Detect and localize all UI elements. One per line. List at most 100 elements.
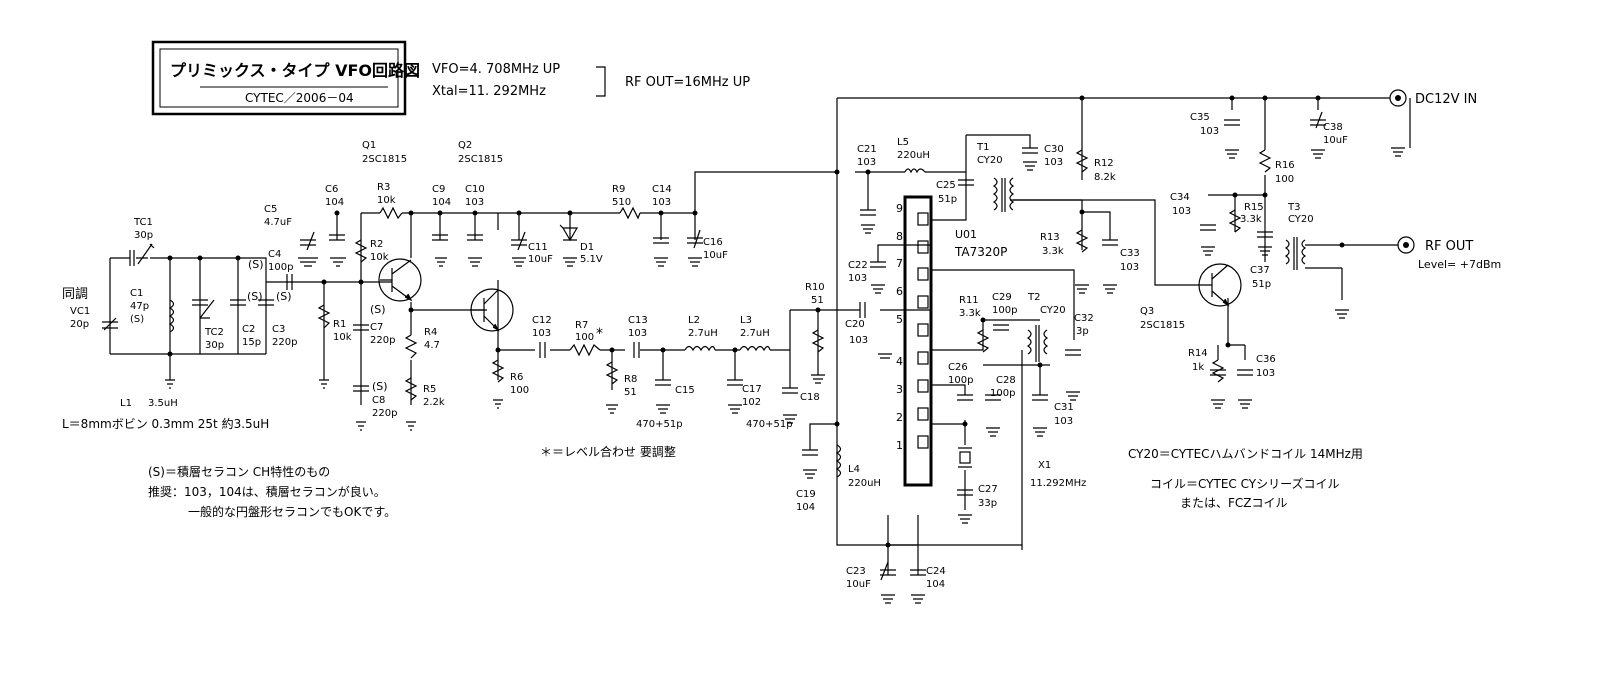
t1-value: CY20 — [977, 155, 1003, 166]
q3-value: 2SC1815 — [1140, 320, 1185, 331]
c7-s-mark: (S) — [370, 303, 386, 316]
q3-ref: Q3 — [1140, 306, 1154, 317]
freq-bracket — [596, 66, 606, 97]
c18-ref: C18 — [800, 392, 820, 403]
c15-value: 470+51p — [636, 419, 683, 430]
c9-value: 104 — [432, 197, 451, 208]
c32-ref: C32 — [1074, 313, 1094, 324]
c38-value: 10uF — [1323, 135, 1348, 146]
rf-out-frequency: RF OUT=16MHz UP — [625, 75, 750, 90]
c22-value: 103 — [848, 273, 867, 284]
r11-ref: R11 — [959, 295, 979, 306]
c37-ref: C37 — [1250, 265, 1270, 276]
c2-s-mark: (S) — [247, 290, 263, 303]
c16-value: 10uF — [703, 250, 728, 261]
note-recommend-1: 推奨：103，104は、積層セラコンが良い。 — [148, 484, 386, 499]
ic-pin-2: 2 — [896, 411, 903, 424]
c4-s-mark: (S) — [248, 258, 264, 271]
ic-pin-3: 3 — [896, 383, 903, 396]
ic-pin-5: 5 — [896, 313, 903, 326]
c28-value: 100p — [990, 388, 1015, 399]
r2-value: 10k — [370, 252, 389, 263]
c11-value: 10uF — [528, 254, 553, 265]
c5-ref: C5 — [264, 204, 277, 215]
q2-ref: Q2 — [458, 140, 472, 151]
tc2-ref: TC2 — [204, 327, 224, 338]
transistor-q1 — [378, 258, 422, 302]
ic-pin-boxes — [917, 212, 929, 449]
c4-ref: C4 — [268, 249, 281, 260]
t3-value: CY20 — [1288, 214, 1314, 225]
special-symbols — [103, 111, 1323, 581]
note-coil-spec: L＝8mmボビン 0.3mm 25t 約3.5uH — [62, 416, 269, 431]
r8-ref: R8 — [624, 374, 637, 385]
c33-ref: C33 — [1120, 248, 1140, 259]
ic-pin-1: 1 — [896, 439, 903, 452]
t2-ref: T2 — [1027, 292, 1040, 303]
dc-in-connector — [1389, 89, 1407, 107]
r6-value: 100 — [510, 385, 529, 396]
r12-value: 8.2k — [1094, 172, 1116, 183]
notes: L＝8mmボビン 0.3mm 25t 約3.5uH (S)＝積層セラコン CH特… — [62, 416, 1363, 519]
r13-value: 3.3k — [1042, 246, 1064, 257]
c30-ref: C30 — [1044, 144, 1064, 155]
c25-value: 51p — [938, 194, 957, 205]
note-ceramic-spec: (S)＝積層セラコン CH特性のもの — [148, 464, 330, 479]
r7-adjust-mark: * — [596, 326, 603, 342]
c20-ref: C20 — [845, 319, 865, 330]
c9-ref: C9 — [432, 184, 445, 195]
t3-ref: T3 — [1287, 202, 1300, 213]
c26-ref: C26 — [948, 362, 968, 373]
transistor-q2 — [470, 288, 514, 332]
c27-ref: C27 — [978, 484, 998, 495]
l1-ref: L1 — [120, 398, 132, 409]
c33-value: 103 — [1120, 262, 1139, 273]
r6-ref: R6 — [510, 372, 523, 383]
ic-pin-9: 9 — [896, 202, 903, 215]
note-level-adjust: ＊＝レベル合わせ 要調整 — [540, 444, 676, 459]
l4-ref: L4 — [848, 464, 860, 475]
tc2-value: 30p — [205, 340, 224, 351]
r5-value: 2.2k — [423, 397, 445, 408]
r13-ref: R13 — [1040, 232, 1060, 243]
rf-out-label: RF OUT — [1425, 239, 1473, 254]
c35-value: 103 — [1200, 126, 1219, 137]
r2-ref: R2 — [370, 239, 383, 250]
c11-ref: C11 — [528, 242, 548, 253]
q1-ref: Q1 — [362, 140, 376, 151]
l3-value: 2.7uH — [740, 328, 770, 339]
c38-ref: C38 — [1323, 122, 1343, 133]
vfo-frequency: VFO=4. 708MHz UP — [432, 62, 560, 77]
c4-value: 100p — [268, 262, 293, 273]
c3-value: 220p — [272, 337, 297, 348]
c17-value: 102 — [742, 397, 761, 408]
r11-value: 3.3k — [959, 308, 981, 319]
c18-value: 470+51p — [746, 419, 793, 430]
dc-in-label: DC12V IN — [1415, 92, 1477, 107]
ic-pin-numbers: 9 8 7 6 5 4 3 2 1 — [896, 202, 903, 452]
r7-ref: R7 — [575, 320, 588, 331]
c25-ref: C25 — [936, 180, 956, 191]
c30-value: 103 — [1044, 157, 1063, 168]
c7-ref: C7 — [370, 322, 383, 333]
ic-pin-8: 8 — [896, 230, 903, 243]
l1-value: 3.5uH — [148, 398, 178, 409]
junction-dots — [167, 95, 1345, 548]
ic-pin-7: 7 — [896, 257, 903, 270]
c31-ref: C31 — [1054, 402, 1074, 413]
crystal-symbol — [958, 447, 972, 468]
u01-value: TA7320P — [954, 245, 1007, 259]
c1-note: (S) — [130, 314, 144, 325]
c23-ref: C23 — [846, 566, 866, 577]
r1-value: 10k — [333, 332, 352, 343]
c6-ref: C6 — [325, 184, 338, 195]
title-frame — [151, 40, 407, 116]
rf-out-connector — [1397, 236, 1415, 254]
t1-ref: T1 — [976, 142, 989, 153]
c8-value: 220p — [372, 408, 397, 419]
c34-value: 103 — [1172, 206, 1191, 217]
c3-s-mark: (S) — [276, 290, 292, 303]
r3-value: 10k — [377, 195, 396, 206]
c8-ref: C8 — [372, 395, 385, 406]
c22-ref: C22 — [848, 260, 868, 271]
